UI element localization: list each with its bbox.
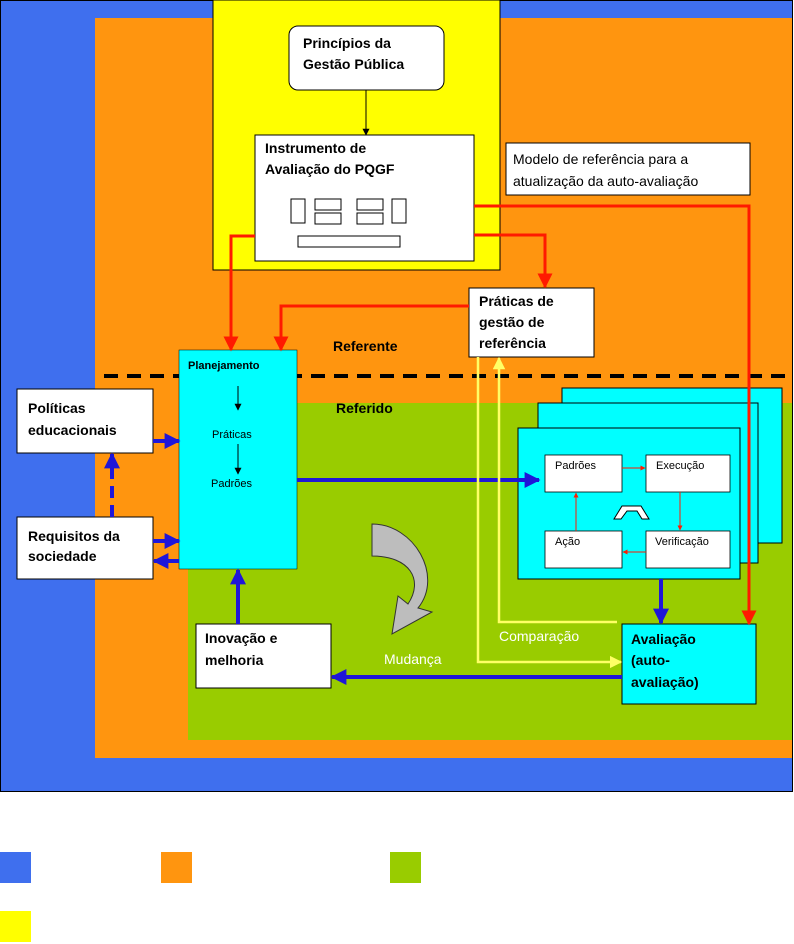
cycle-center-icon <box>613 505 650 520</box>
requisitos-label: Requisitos da sociedade <box>28 528 124 564</box>
praticas-to-avaliacao-yellow-arrow <box>476 357 623 669</box>
cycle-acao-label: Ação <box>555 536 580 548</box>
instrumento-to-avaliacao-arrow <box>474 204 757 626</box>
referente-label: Referente <box>333 338 398 354</box>
avaliacao-box <box>621 623 757 705</box>
instrumento-to-planejamento-arrow <box>223 234 255 352</box>
planejamento-padroes: Padrões <box>211 478 252 490</box>
planejamento-praticas: Práticas <box>212 429 252 441</box>
cycle-red-arrows <box>573 465 683 555</box>
praticas-to-planejamento-arrow <box>273 304 469 352</box>
avaliacao-label: Avaliação (auto- avaliação) <box>631 631 700 690</box>
politicas-box <box>16 388 154 454</box>
yellow-arrows <box>476 356 623 669</box>
requisitos-box <box>16 516 154 580</box>
cycle-execucao-box <box>645 454 731 493</box>
curved-change-arrow <box>371 523 434 635</box>
instrumento-label: Instrumento de Avaliação do PQGF <box>265 140 395 177</box>
politicas-label: Políticas educacionais <box>28 400 117 438</box>
modelo-box <box>505 142 751 196</box>
inovacao-box <box>195 623 332 689</box>
legend-swatch-blue <box>0 852 31 883</box>
cycle-verificacao-box <box>645 530 731 569</box>
instrumento-box <box>254 134 475 262</box>
avaliacao-to-praticas-yellow-arrow <box>492 356 617 624</box>
legend-swatch-yellow <box>0 911 31 942</box>
modelo-label: Modelo de referência para a atualização … <box>513 151 698 189</box>
praticas-ref-box <box>468 287 595 358</box>
planejamento-title: Planejamento <box>188 360 260 372</box>
cycle-padroes-box <box>544 454 623 493</box>
inovacao-label: Inovação e melhoria <box>205 630 281 668</box>
praticas-ref-label: Práticas de gestão de referência <box>479 293 558 351</box>
principios-label: Princípios da Gestão Pública <box>303 35 404 72</box>
cycle-verificacao-label: Verificação <box>655 536 709 548</box>
instrumento-to-praticas-arrow <box>474 233 553 289</box>
legend-swatch-green <box>390 852 421 883</box>
form-icon <box>290 198 407 248</box>
comparacao-label: Comparação <box>499 628 579 644</box>
red-arrows <box>223 204 757 626</box>
mudanca-label: Mudança <box>384 651 442 667</box>
cycle-acao-box <box>544 530 623 569</box>
referido-label: Referido <box>336 400 393 416</box>
legend-swatch-orange <box>161 852 192 883</box>
cycle-execucao-label: Execução <box>656 460 704 472</box>
cycle-padroes-label: Padrões <box>555 460 596 472</box>
